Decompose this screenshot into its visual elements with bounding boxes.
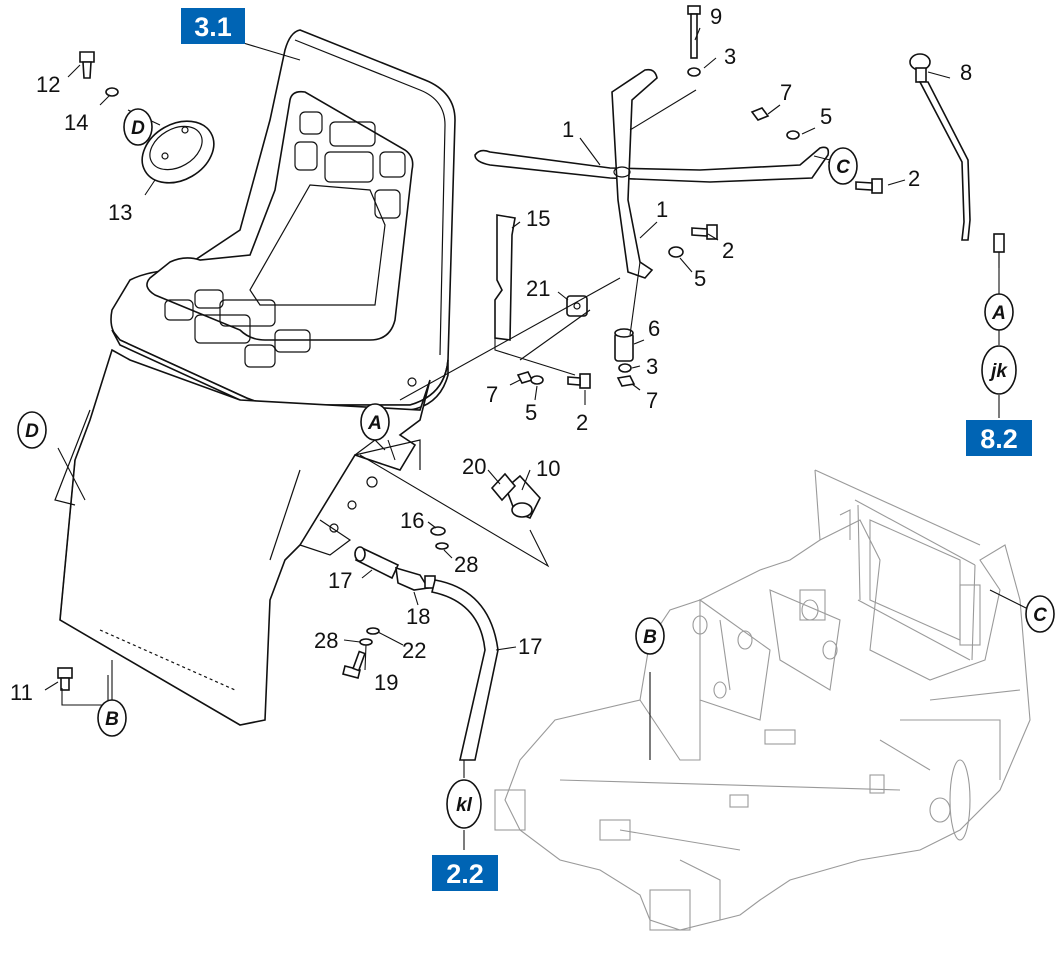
callout-C-chassis: C	[1025, 595, 1055, 633]
part-28-seal	[435, 542, 449, 550]
part-2-screw	[691, 224, 718, 240]
part-number: 15	[526, 206, 550, 231]
part-8-lever	[909, 53, 1005, 268]
part-7-nut	[616, 375, 636, 387]
part-number: 28	[314, 628, 338, 653]
part-22-ring	[366, 627, 380, 635]
callout-B-pedestal: B	[97, 699, 127, 737]
part-14-washer	[105, 87, 119, 97]
callout-D-pedestal: D	[17, 411, 47, 449]
part-number: 6	[648, 316, 660, 341]
part-number: 14	[64, 110, 88, 135]
part-number: 1	[562, 117, 574, 142]
part-13-cover	[141, 120, 215, 184]
part-number: 2	[908, 166, 920, 191]
part-3-washer	[687, 67, 701, 77]
callout-letter: A	[367, 413, 382, 434]
part-number: 1	[656, 197, 668, 222]
part-number: 7	[780, 80, 792, 105]
part-11-screw	[57, 667, 73, 691]
seat-pedestal	[54, 348, 431, 726]
part-number: 17	[518, 634, 542, 659]
part-3-washer	[618, 363, 632, 373]
part-17-pipe	[354, 546, 400, 580]
callout-jk: jk	[981, 345, 1017, 395]
part-number: 2	[576, 410, 588, 435]
part-number: 19	[374, 670, 398, 695]
callout-D-cover: D	[123, 108, 153, 146]
callout-letter: B	[105, 709, 119, 730]
part-number: 5	[525, 400, 537, 425]
part-2-screw	[567, 373, 591, 389]
part-number: 5	[694, 266, 706, 291]
reference-box-2-2[interactable]: 2.2	[432, 855, 498, 891]
callout-letter: C	[836, 157, 850, 178]
part-number: 28	[454, 552, 478, 577]
lever-part-1	[474, 68, 830, 279]
part-7-nut	[750, 107, 770, 121]
callout-C-lever: C	[828, 147, 858, 185]
part-17-hose	[431, 579, 499, 761]
part-number: 13	[108, 200, 132, 225]
part-number: 16	[400, 508, 424, 533]
part-20-key	[490, 472, 517, 502]
reference-box-3-1[interactable]: 3.1	[181, 8, 245, 44]
reference-label: 3.1	[194, 12, 232, 42]
callout-letter: kl	[456, 795, 473, 816]
reference-label: 2.2	[446, 859, 484, 889]
part-number: 3	[646, 354, 658, 379]
part-12-screw	[79, 51, 95, 79]
callout-kl: kl	[446, 779, 482, 829]
seat	[110, 29, 456, 411]
part-number: 12	[36, 72, 60, 97]
part-number: 7	[486, 382, 498, 407]
part-19-bolt	[342, 650, 366, 679]
callout-letter: B	[643, 627, 657, 648]
part-number: 11	[10, 680, 33, 705]
part-number: 10	[536, 456, 560, 481]
part-28-seal	[359, 638, 373, 646]
part-number: 3	[724, 44, 736, 69]
part-number: 17	[328, 568, 352, 593]
part-number: 21	[526, 276, 550, 301]
part-6-bush	[614, 328, 634, 362]
part-number: 5	[820, 104, 832, 129]
part-number: 18	[406, 604, 430, 629]
part-number: 2	[722, 238, 734, 263]
part-number: 8	[960, 60, 972, 85]
part-5-washer	[786, 130, 800, 140]
callout-letter: D	[131, 118, 145, 139]
part-5-washer	[530, 375, 544, 385]
part-21-clip	[566, 295, 588, 317]
part-18-union	[395, 566, 436, 591]
callout-letter: jk	[988, 361, 1008, 382]
callout-A-seat: A	[360, 403, 390, 441]
part-15-plate	[494, 214, 516, 341]
part-number-labels: 12 14 13 11 9 3 1 7 5 2 1 2 5 6 3 7 15 2…	[10, 4, 972, 705]
machine-chassis	[494, 469, 1031, 931]
part-number: 22	[402, 638, 426, 663]
callout-letter: A	[991, 303, 1006, 324]
callout-B-chassis: B	[635, 617, 665, 655]
part-2-screw	[855, 178, 883, 194]
reference-box-8-2[interactable]: 8.2	[966, 420, 1032, 456]
callout-A-lever: A	[984, 293, 1014, 331]
callout-letter: D	[25, 421, 39, 442]
part-number: 9	[710, 4, 722, 29]
part-number: 20	[462, 454, 486, 479]
callout-letter: C	[1033, 605, 1047, 626]
part-number: 7	[646, 388, 658, 413]
leader-lines	[44, 27, 1031, 850]
part-7-nut	[516, 371, 534, 384]
part-16-ring	[430, 526, 446, 536]
part-5-washer	[668, 246, 684, 258]
reference-label: 8.2	[980, 424, 1018, 454]
